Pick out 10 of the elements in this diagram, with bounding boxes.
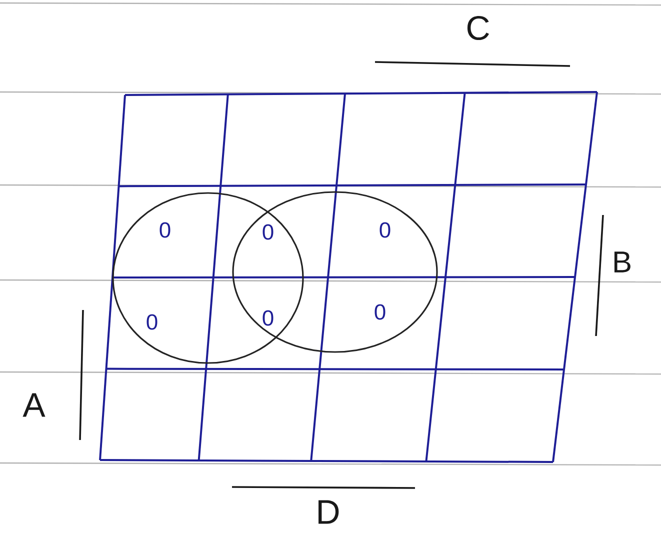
cell-value: 0 — [160, 222, 170, 238]
cell-value: 0 — [374, 304, 386, 320]
variable-label: C — [467, 16, 489, 40]
cell-value: 0 — [262, 224, 274, 240]
variable-label: B — [614, 252, 630, 272]
cell-value: 0 — [146, 314, 158, 330]
variable-label: D — [318, 500, 339, 524]
cell-value: 0 — [262, 310, 274, 326]
variable-label: A — [22, 393, 46, 417]
cell-value: 0 — [380, 222, 390, 238]
